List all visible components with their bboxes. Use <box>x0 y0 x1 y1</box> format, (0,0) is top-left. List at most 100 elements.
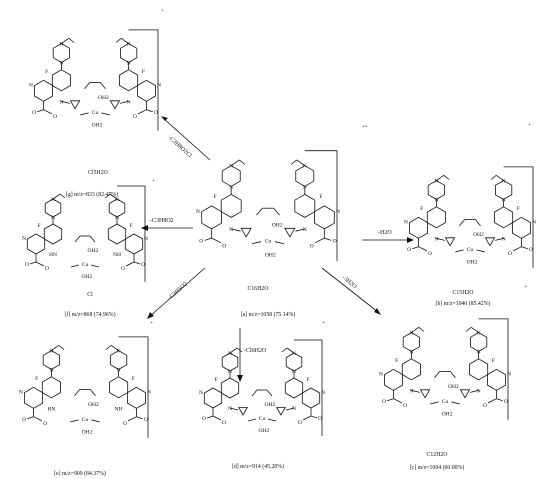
atom-f: F <box>45 69 48 75</box>
arrow-label-a-b: -H2O <box>378 230 392 236</box>
atom-o: O <box>141 262 145 268</box>
atom-o: O <box>222 420 226 426</box>
benzene-ring <box>469 358 489 381</box>
atom-n: N <box>228 351 232 357</box>
cyclopropyl-ring <box>419 389 431 399</box>
caption-d: [d] m/z=914 (45.20%) <box>232 463 284 470</box>
atom-n1: NH <box>115 406 123 412</box>
atom-n-imine: N <box>19 390 23 396</box>
atom-n: N <box>229 164 233 170</box>
pyridone-ring <box>124 233 144 255</box>
charge-bracket <box>304 150 338 262</box>
benzene-ring <box>294 193 316 218</box>
pyridone-ring <box>384 368 404 391</box>
atom-n: N <box>49 349 53 355</box>
atom-o: O <box>310 243 314 249</box>
charge-label-f: + <box>152 178 155 184</box>
caption-f: [f] m/z=868 (74.96%) <box>64 311 115 318</box>
piperazine-ring <box>221 165 241 187</box>
atom-o: O <box>121 266 125 272</box>
charge-label-a: +• <box>362 124 367 130</box>
aqua-ligand: OH2 <box>92 123 103 129</box>
cyclopropyl-ring <box>459 389 471 399</box>
atom-n: N <box>303 164 307 170</box>
arrow-label-a-g: -C3H8O2Cl <box>167 135 193 159</box>
aqua-ligand: OH2 <box>265 253 276 259</box>
atom-f: F <box>214 377 217 383</box>
atom-o: O <box>504 399 508 405</box>
pyridone-ring <box>301 387 321 409</box>
atom-o: O <box>382 399 386 405</box>
atom-n-imine: N <box>321 390 325 396</box>
atom-f: F <box>129 223 132 229</box>
charge-bracket <box>118 336 149 438</box>
arrowhead-a-to-b <box>407 237 414 243</box>
arrow-label-a-d: -Cl6H2O <box>244 348 267 354</box>
atom-f: F <box>395 358 398 364</box>
pyridone-ring <box>201 205 223 230</box>
pyridone-ring <box>136 79 156 102</box>
atom-o: O <box>22 417 26 423</box>
formula-f: Cl <box>87 292 93 298</box>
benzene-ring <box>284 377 304 399</box>
atom-n: N <box>409 331 413 337</box>
arrowhead-a-to-f <box>141 225 148 231</box>
atom-n1: N <box>303 227 307 233</box>
atom-n: N <box>115 197 119 203</box>
piperazine-ring <box>494 180 513 200</box>
pyridone-ring <box>34 79 53 102</box>
charge-bracket <box>294 339 323 436</box>
pyridone-ring <box>203 387 223 409</box>
piperazine-ring <box>402 332 421 352</box>
formula-c: C12H2O <box>427 452 448 458</box>
atom-n-imine: N <box>147 390 151 396</box>
atom-n1: N <box>59 99 63 105</box>
benzene-ring <box>51 69 71 92</box>
arrow-a-to-e <box>149 267 206 317</box>
atom-o: O <box>32 110 36 116</box>
atom-n: N <box>51 197 55 203</box>
atom-o: O <box>403 403 407 409</box>
atom-o: O <box>43 421 47 427</box>
benzene-ring <box>41 376 61 399</box>
caption-c: [c] m/z=1004 (60.00%) <box>410 464 465 471</box>
atom-o: O <box>529 247 533 253</box>
aqua-ligand: OH2 <box>88 248 99 254</box>
atom-n: N <box>502 179 506 185</box>
atom-f: F <box>492 358 495 364</box>
arrowhead-a-to-g <box>161 116 168 121</box>
atom-n1: N <box>127 99 131 105</box>
atom-n: N <box>477 331 481 337</box>
formula-a: C16H2O <box>248 286 269 292</box>
aqua-ligand: OH2 <box>467 260 478 266</box>
atom-n1: N <box>434 236 438 242</box>
benzene-ring <box>401 358 421 381</box>
aqua-ligand: OH2 <box>265 402 276 408</box>
caption-a: [a] m/z=1058 (75.14%) <box>241 311 296 318</box>
aqua-ligand: OH2 <box>473 232 484 238</box>
aqua-ligand: OH2 <box>442 412 453 418</box>
atom-o: O <box>133 114 137 120</box>
atom-o: O <box>53 114 57 120</box>
piperazine-ring <box>295 165 315 187</box>
metal-center: Cu <box>82 417 89 423</box>
charge-bracket <box>128 29 159 131</box>
pyridone-ring <box>127 386 146 409</box>
atom-o: O <box>154 110 158 116</box>
benzene-ring <box>109 376 129 399</box>
aqua-ligand: OH2 <box>98 95 109 101</box>
piperazine-ring <box>110 350 128 370</box>
atom-n1: N <box>502 236 506 242</box>
aqua-ligand: OH2 <box>272 223 283 229</box>
piperazine-ring <box>469 332 488 352</box>
arrowhead-a-to-c <box>374 308 381 315</box>
charge-label-g: + <box>161 8 164 14</box>
aqua-ligand: OH2 <box>448 384 459 390</box>
atom-n-imine: N <box>144 236 148 242</box>
atom-n-imine: N <box>336 209 340 215</box>
atom-n1: N <box>477 388 481 394</box>
benzene-ring <box>220 193 242 218</box>
